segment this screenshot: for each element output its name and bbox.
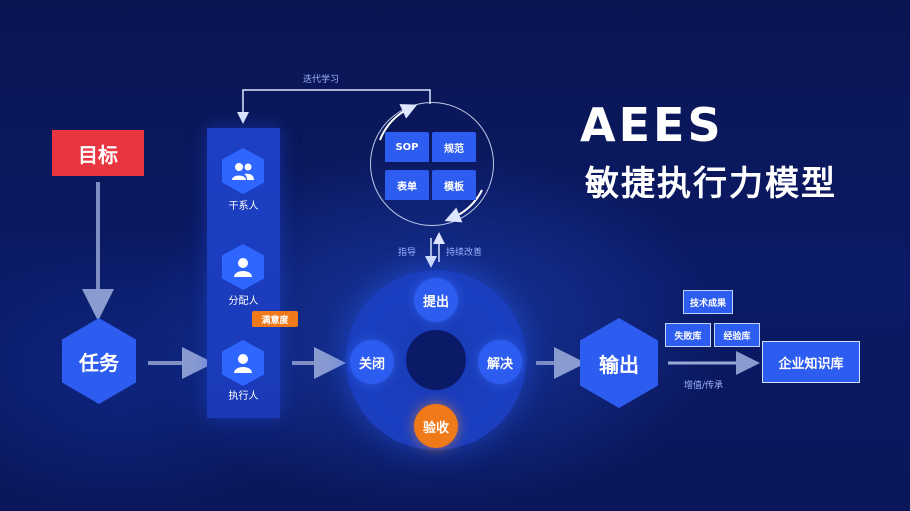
experience-library-card: 经验库: [714, 323, 760, 347]
doc-card-sop: SOP: [385, 132, 429, 162]
stakeholder-hex: [222, 148, 264, 194]
cycle-ring-center: [406, 330, 466, 390]
output-hexagon: 输出: [580, 318, 658, 408]
person-icon: [234, 354, 252, 373]
doc-card-form: 表单: [385, 170, 429, 200]
satisfaction-badge: 满意度: [252, 311, 298, 327]
docs-ring: [370, 102, 494, 226]
enterprise-knowledge-base: 企业知识库: [762, 341, 860, 383]
assigner-label: 分配人: [228, 296, 259, 307]
group-icon: [232, 163, 254, 180]
title-line-2: 敏捷执行力模型: [585, 164, 837, 204]
iterate-label: 迭代学习: [303, 75, 340, 85]
iterate-arrow: [237, 89, 431, 124]
doc-card-spec: 规范: [432, 132, 476, 162]
failure-library-card: 失败库: [665, 323, 711, 347]
goal-box: 目标: [52, 130, 144, 176]
title-line-1: AEES: [580, 98, 724, 152]
improve-label: 持续改善: [446, 248, 483, 258]
cycle-node-propose: 提出: [414, 278, 458, 322]
tech-results-card: 技术成果: [683, 290, 733, 314]
executor-label: 执行人: [228, 391, 259, 402]
stakeholder-label: 干系人: [228, 201, 259, 212]
person-icon: [234, 258, 252, 277]
cycle-node-close: 关闭: [350, 340, 394, 384]
value-inherit-label: 增值/传承: [684, 381, 724, 391]
doc-card-template: 模板: [432, 170, 476, 200]
cycle-node-accept: 验收: [414, 404, 458, 448]
guide-label: 指导: [398, 248, 417, 258]
cycle-node-solve: 解决: [478, 340, 522, 384]
task-hexagon: 任务: [62, 318, 136, 404]
